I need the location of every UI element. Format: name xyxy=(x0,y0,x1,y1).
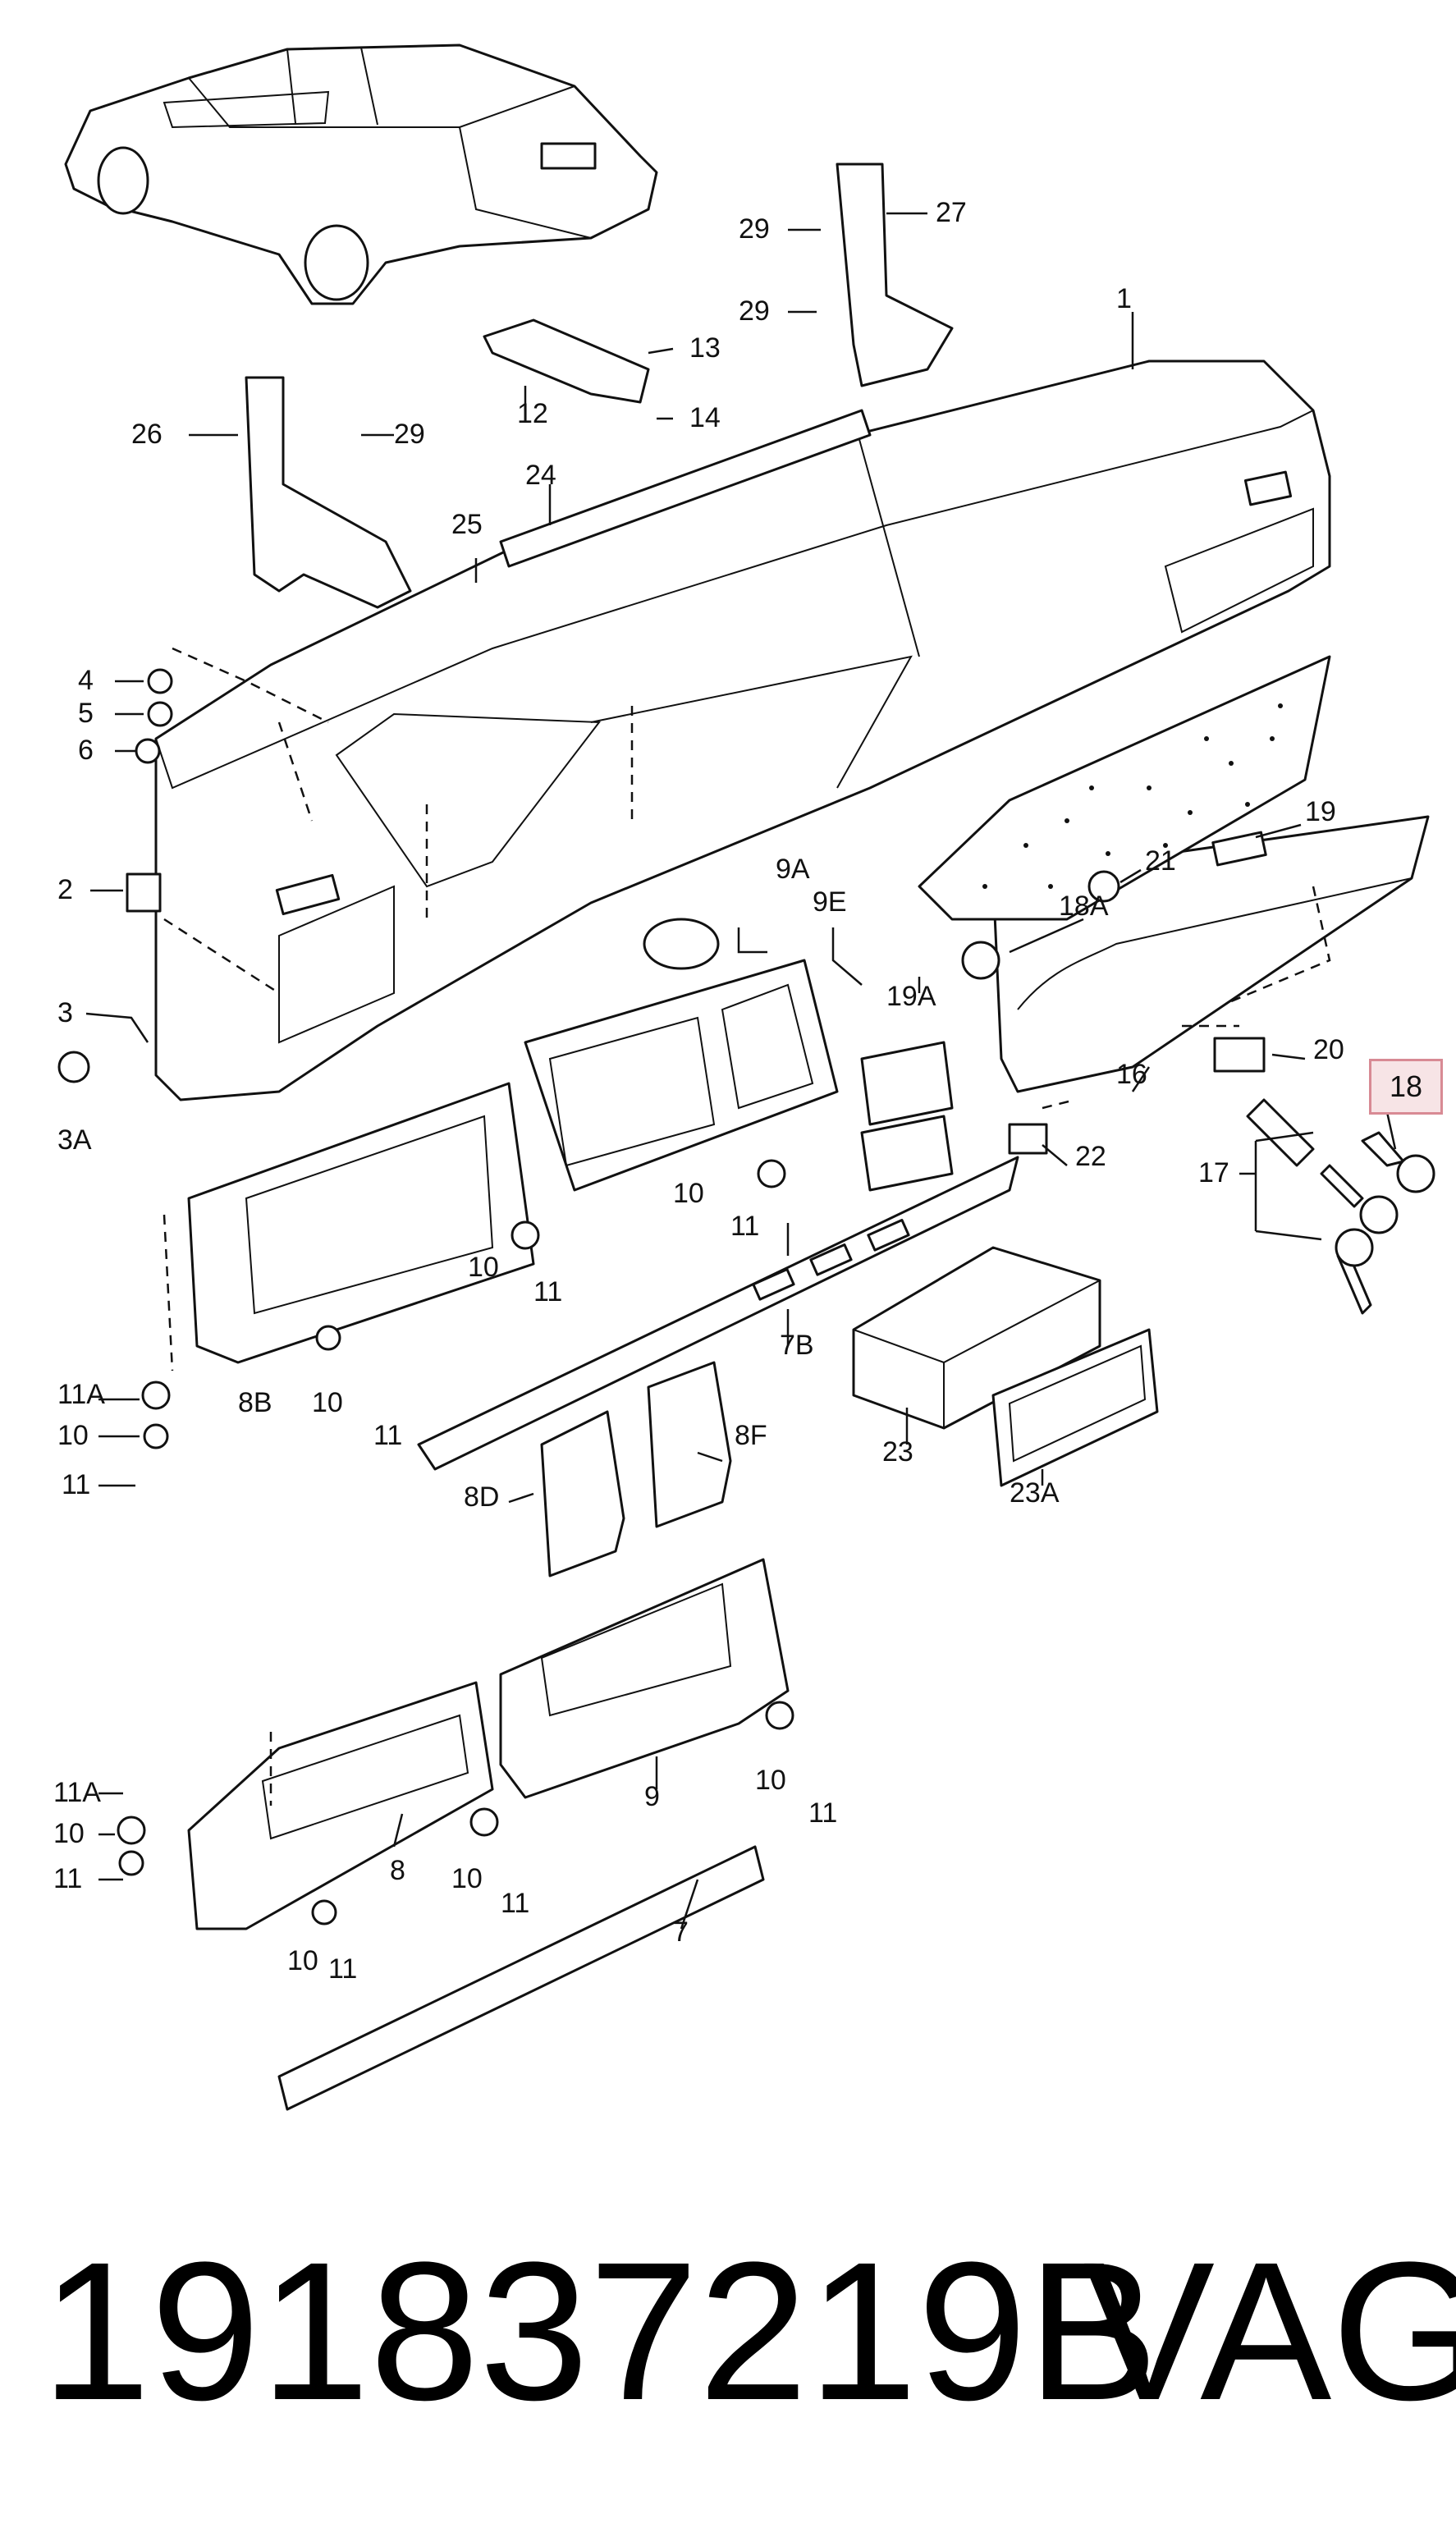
svg-text:3A: 3A xyxy=(57,1124,92,1156)
svg-text:11: 11 xyxy=(328,1953,357,1985)
svg-text:6: 6 xyxy=(78,735,94,766)
highlighted-callout-label: 18 xyxy=(1389,1069,1423,1103)
svg-text:16: 16 xyxy=(1116,1059,1147,1090)
svg-text:11: 11 xyxy=(501,1888,529,1919)
svg-text:25: 25 xyxy=(451,509,483,540)
highlighted-callout-box xyxy=(1369,1059,1443,1115)
dashed-guides xyxy=(163,647,1331,1806)
brand-label: VAG xyxy=(1083,2221,1456,2441)
bracket-12 xyxy=(483,318,650,404)
car-illustration xyxy=(64,44,658,305)
instrument-cluster-frame xyxy=(524,918,954,1192)
left-panel-8b xyxy=(187,1082,535,1364)
svg-text:27: 27 xyxy=(936,197,967,228)
svg-text:29: 29 xyxy=(394,419,425,450)
svg-text:19: 19 xyxy=(1305,796,1336,827)
leader-lines xyxy=(85,212,1397,1930)
bracket-26 xyxy=(245,376,412,609)
svg-text:10: 10 xyxy=(312,1387,343,1418)
svg-text:11A: 11A xyxy=(57,1379,105,1410)
svg-text:5: 5 xyxy=(78,698,94,729)
trim-strip-7b xyxy=(417,1156,1019,1471)
svg-text:8: 8 xyxy=(390,1855,405,1886)
svg-text:13: 13 xyxy=(689,332,721,364)
svg-text:11A: 11A xyxy=(53,1777,101,1808)
svg-text:17: 17 xyxy=(1198,1157,1229,1188)
svg-text:8B: 8B xyxy=(238,1387,272,1418)
bracket-27 xyxy=(836,163,954,387)
lower-panel-9 xyxy=(499,1558,790,1799)
svg-text:20: 20 xyxy=(1313,1034,1344,1065)
svg-text:10: 10 xyxy=(57,1420,89,1451)
svg-text:9: 9 xyxy=(644,1781,660,1812)
svg-text:11: 11 xyxy=(373,1420,402,1451)
svg-text:7B: 7B xyxy=(780,1330,814,1361)
svg-text:11: 11 xyxy=(730,1211,759,1242)
svg-text:22: 22 xyxy=(1075,1141,1106,1172)
svg-text:29: 29 xyxy=(739,295,770,327)
storage-tray xyxy=(852,1246,1159,1487)
svg-text:21: 21 xyxy=(1145,845,1176,877)
cover-8d xyxy=(540,1410,625,1578)
hardware xyxy=(57,668,1266,1926)
svg-text:10: 10 xyxy=(53,1818,85,1849)
svg-text:29: 29 xyxy=(739,213,770,245)
strip-24 xyxy=(499,409,872,568)
svg-text:23: 23 xyxy=(882,1436,913,1468)
svg-text:9E: 9E xyxy=(813,886,847,918)
svg-text:11: 11 xyxy=(53,1863,82,1894)
glovebox-liner xyxy=(918,655,1331,921)
svg-text:2: 2 xyxy=(57,874,73,905)
svg-text:4: 4 xyxy=(78,665,94,696)
part-number-label: 191837219B xyxy=(41,2221,1159,2441)
svg-text:3: 3 xyxy=(57,997,73,1028)
svg-text:10: 10 xyxy=(673,1178,704,1209)
svg-text:1: 1 xyxy=(1116,283,1132,314)
svg-text:10: 10 xyxy=(451,1863,483,1894)
svg-text:24: 24 xyxy=(525,460,556,491)
lower-trim-7 xyxy=(277,1845,765,2111)
svg-text:11: 11 xyxy=(808,1797,837,1829)
svg-text:14: 14 xyxy=(689,402,721,433)
exploded-parts-diagram: 1 27 29 29 13 14 12 26 29 24 25 4 5 6 2 … xyxy=(53,44,1435,2111)
lock-and-keys xyxy=(1246,1098,1435,1315)
svg-text:10: 10 xyxy=(287,1945,318,1976)
svg-text:10: 10 xyxy=(468,1252,499,1283)
svg-text:11: 11 xyxy=(62,1469,90,1500)
lower-panel-8 xyxy=(187,1681,494,1930)
svg-text:8F: 8F xyxy=(735,1420,767,1451)
svg-text:11: 11 xyxy=(533,1276,562,1307)
callout-labels: 1 27 29 29 13 14 12 26 29 24 25 4 5 6 2 … xyxy=(53,197,1344,1985)
cover-8f xyxy=(647,1361,732,1528)
svg-text:18A: 18A xyxy=(1059,891,1109,922)
svg-text:10: 10 xyxy=(755,1765,786,1796)
svg-text:23A: 23A xyxy=(1010,1477,1060,1509)
svg-text:26: 26 xyxy=(131,419,163,450)
svg-text:7: 7 xyxy=(673,1916,689,1948)
svg-text:19A: 19A xyxy=(886,981,936,1012)
svg-text:8D: 8D xyxy=(464,1481,499,1513)
svg-text:9A: 9A xyxy=(776,854,810,885)
svg-text:12: 12 xyxy=(517,398,548,429)
